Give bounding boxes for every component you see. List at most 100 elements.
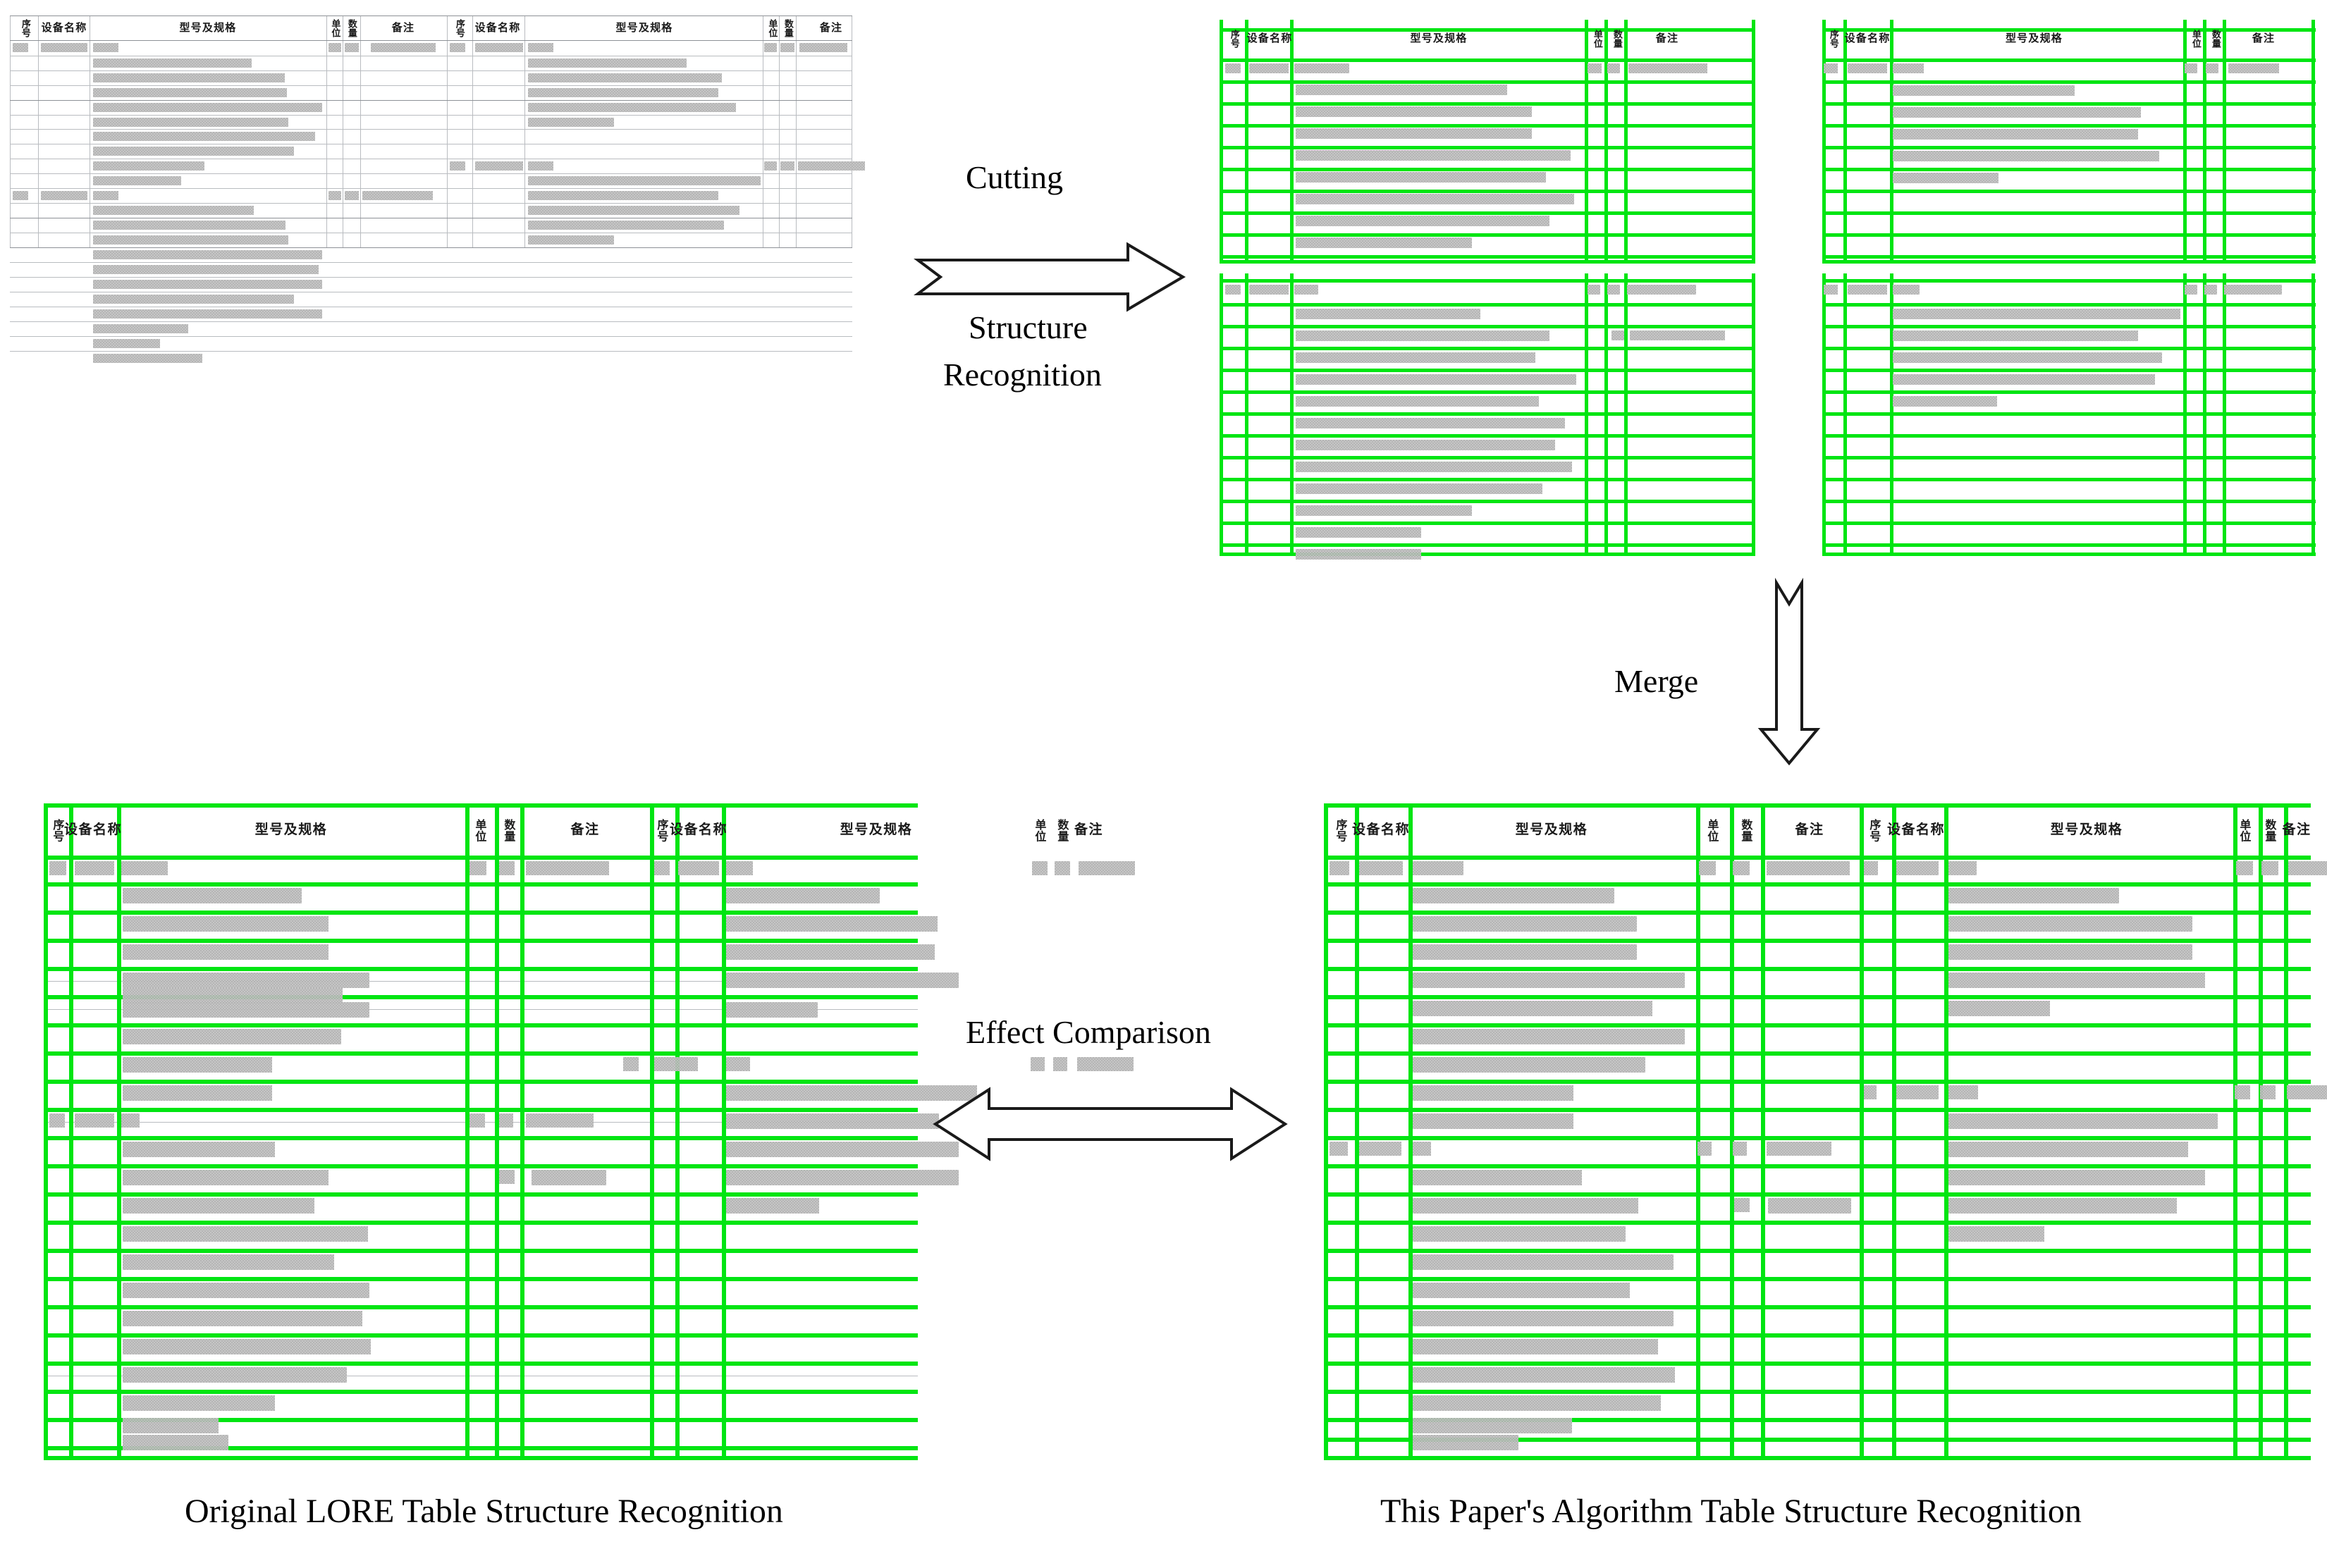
table-grid-line-horizontal [1324, 1438, 2311, 1442]
table-grid-line-horizontal [1220, 279, 1755, 283]
blurred-text-block [123, 973, 369, 988]
table-grid-line-horizontal [44, 1362, 918, 1366]
table-grid-line-vertical [2183, 20, 2187, 263]
blurred-text-block [1948, 916, 2192, 932]
blurred-text-block [1611, 331, 1624, 340]
header-equipment-name: 设备名称 [1844, 32, 1891, 45]
table-grid-line-vertical [1245, 273, 1248, 555]
blurred-text-block [123, 1254, 334, 1270]
table-grid-line-vertical [1696, 803, 1700, 1459]
blurred-text-block [2185, 285, 2197, 295]
header-unit: 单位 [329, 18, 340, 38]
blurred-text-block [75, 1113, 114, 1128]
blurred-text-block [1413, 973, 1685, 988]
blurred-text-block [1848, 63, 1887, 73]
table-grid-line-horizontal [1822, 390, 2316, 394]
table-grid-line-horizontal [1822, 146, 2316, 149]
blurred-text-block [93, 191, 118, 200]
table-grid-line-horizontal [1324, 1456, 2311, 1460]
table-grid-line-vertical [1324, 803, 1328, 1459]
blurred-text-block [1733, 861, 1750, 875]
table-grid-line-horizontal [1220, 28, 1755, 32]
blurred-text-block [726, 1170, 959, 1185]
blurred-text-block [2288, 861, 2327, 875]
blurred-text-block [528, 235, 614, 245]
header-quantity: 数量 [2209, 29, 2221, 49]
blurred-text-block [1864, 861, 1878, 875]
table-grid-line-vertical [1355, 803, 1359, 1459]
table-grid-line-horizontal [44, 1446, 918, 1450]
header-serial-no: 序号 [1827, 29, 1838, 49]
header-unit: 单位 [1033, 818, 1047, 842]
blurred-text-block [528, 161, 553, 171]
blurred-text-block [345, 43, 359, 52]
table-grid-line-vertical [44, 803, 48, 1459]
table-grid-line-horizontal [44, 1456, 918, 1460]
blurred-text-block [1413, 1113, 1573, 1129]
blurred-text-block [49, 861, 66, 875]
table-grid-line-horizontal [1822, 478, 2316, 481]
table-grid-line-horizontal [1324, 1305, 2311, 1309]
table-grid-line-vertical [1730, 803, 1734, 1459]
blurred-text-block [1893, 309, 2180, 319]
blurred-text-block [475, 43, 523, 52]
table-grid-line-vertical [1752, 273, 1755, 555]
table-grid-line-horizontal [44, 1249, 918, 1253]
cut-table-bottom-right [1822, 273, 2316, 556]
blurred-text-block [93, 309, 322, 319]
blurred-text-block [1948, 861, 1977, 875]
blurred-text-block [1697, 1142, 1712, 1156]
cut-table-top-left: 序号设备名称型号及规格单位数量备注 [1220, 20, 1755, 264]
cut-table-bottom-left [1220, 273, 1755, 560]
header-model-and-spec: 型号及规格 [2050, 822, 2123, 838]
blurred-text-block [2287, 1085, 2327, 1099]
blurred-text-block [123, 1418, 219, 1433]
table-grid-line-horizontal [1822, 521, 2316, 525]
table-grid-line-horizontal [1822, 255, 2316, 259]
blurred-text-block [1225, 285, 1241, 295]
table-row-rule [10, 115, 852, 116]
blurred-text-block [1296, 549, 1421, 560]
table-grid-line-horizontal [1822, 233, 2316, 237]
blurred-text-block [1896, 861, 1939, 875]
table-grid-line-horizontal [1324, 1136, 2311, 1140]
blurred-text-block [123, 1435, 228, 1450]
header-remarks: 备注 [2252, 32, 2276, 45]
blurred-text-block [123, 1395, 275, 1411]
table-grid-line-horizontal [1822, 347, 2316, 350]
table-grid-line-horizontal [1822, 456, 2316, 459]
blurred-text-block [93, 147, 294, 156]
table-row-rule [10, 321, 852, 322]
blurred-text-block [93, 176, 181, 185]
table-grid-line-horizontal [1220, 369, 1755, 372]
header-model-and-spec: 型号及规格 [254, 822, 328, 838]
table-grid-line-horizontal [44, 1418, 918, 1422]
table-grid-line-horizontal [44, 995, 918, 999]
blurred-text-block [93, 295, 294, 304]
blurred-text-block [13, 191, 28, 200]
blurred-text-block [123, 1057, 272, 1073]
table-grid-line-vertical [1408, 803, 1413, 1459]
table-grid-line-horizontal [1220, 190, 1755, 193]
table-grid-line-horizontal [1220, 543, 1755, 547]
blurred-text-block [499, 861, 515, 875]
table-grid-line-horizontal [1822, 552, 2316, 556]
blurred-text-block [799, 43, 847, 52]
table-grid-line-vertical [1860, 803, 1864, 1459]
table-grid-line-horizontal [1324, 910, 2311, 915]
blurred-text-block [1032, 861, 1048, 875]
blurred-text-block [93, 118, 288, 127]
table-row-rule [10, 173, 852, 174]
table-grid-line-horizontal [1220, 552, 1755, 556]
table-row-rule [10, 203, 852, 204]
header-quantity: 数量 [1611, 29, 1622, 49]
table-row-rule [44, 981, 918, 982]
header-serial-no: 序号 [1228, 29, 1239, 49]
table-grid-line-vertical [2183, 273, 2187, 555]
table-column-rule [447, 16, 448, 248]
blurred-text-block [123, 1311, 362, 1326]
blurred-text-block [528, 176, 761, 185]
table-grid-line-horizontal [1324, 1192, 2311, 1197]
blurred-text-block [1296, 150, 1571, 161]
cutting-arrow [914, 242, 1186, 312]
